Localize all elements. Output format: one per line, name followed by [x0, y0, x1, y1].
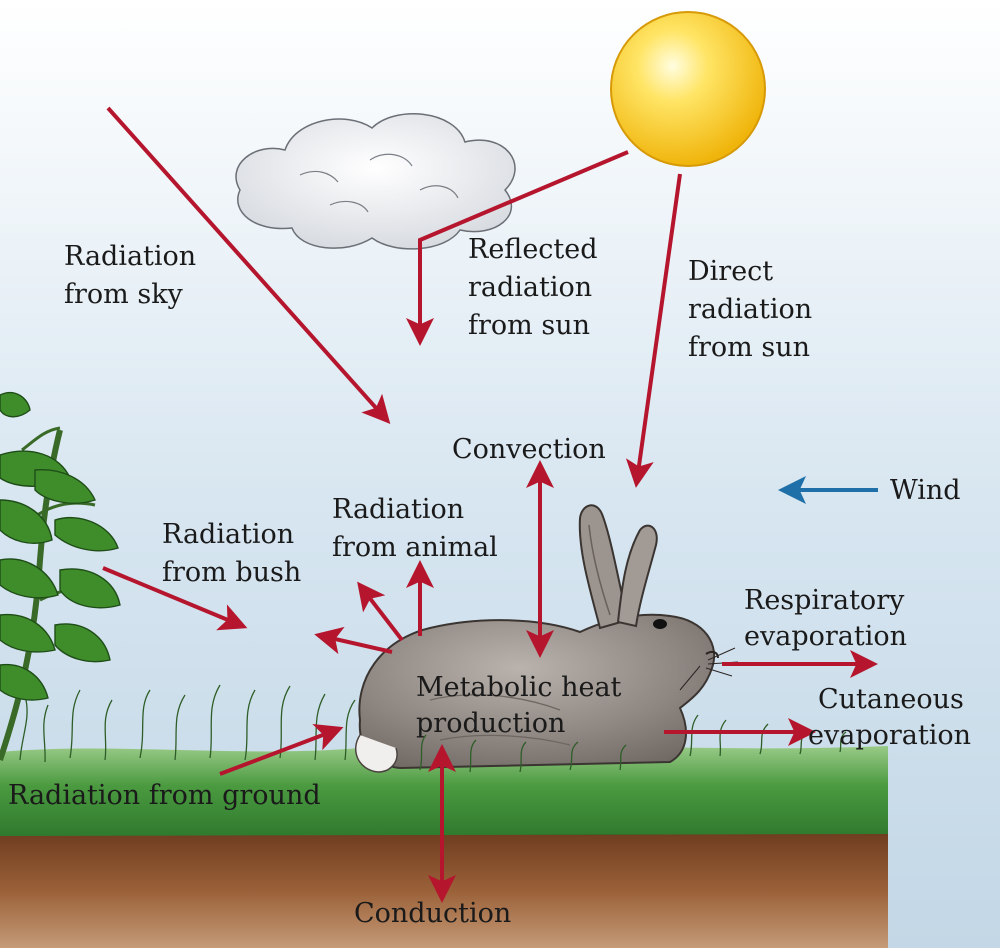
- label-cutaneous-evaporation: Cutaneous evaporation: [808, 684, 972, 751]
- arrow-radiation-from-animal-left: [314, 626, 393, 655]
- label-radiation-from-animal: Radiation from animal: [332, 494, 498, 563]
- arrow-radiation-from-ground: [219, 724, 344, 776]
- arrow-radiation-from-bush: [102, 566, 248, 631]
- label-metabolic-heat: Metabolic heat production: [416, 672, 630, 739]
- label-direct-radiation: Direct radiation from sun: [688, 256, 821, 363]
- label-respiratory-evaporation: Respiratory evaporation: [744, 585, 913, 652]
- rabbit: [355, 504, 739, 773]
- foreground-grass: [419, 734, 627, 773]
- arrow-radiation-from-sky: [106, 106, 391, 424]
- sun: [610, 11, 766, 167]
- label-radiation-from-ground: Radiation from ground: [8, 780, 321, 811]
- label-reflected-radiation: Reflected radiation from sun: [468, 234, 606, 341]
- label-wind: Wind: [890, 475, 961, 506]
- arrow-reflected-radiation: [406, 150, 629, 346]
- arrow-radiation-from-animal-diag: [357, 581, 404, 642]
- label-radiation-from-sky: Radiation from sky: [64, 241, 205, 310]
- label-radiation-from-bush: Radiation from bush: [162, 519, 303, 588]
- bush: [0, 392, 121, 761]
- arrow-direct-radiation: [625, 173, 682, 488]
- label-conduction: Conduction: [354, 898, 511, 929]
- label-convection: Convection: [452, 434, 606, 465]
- cloud: [235, 113, 516, 250]
